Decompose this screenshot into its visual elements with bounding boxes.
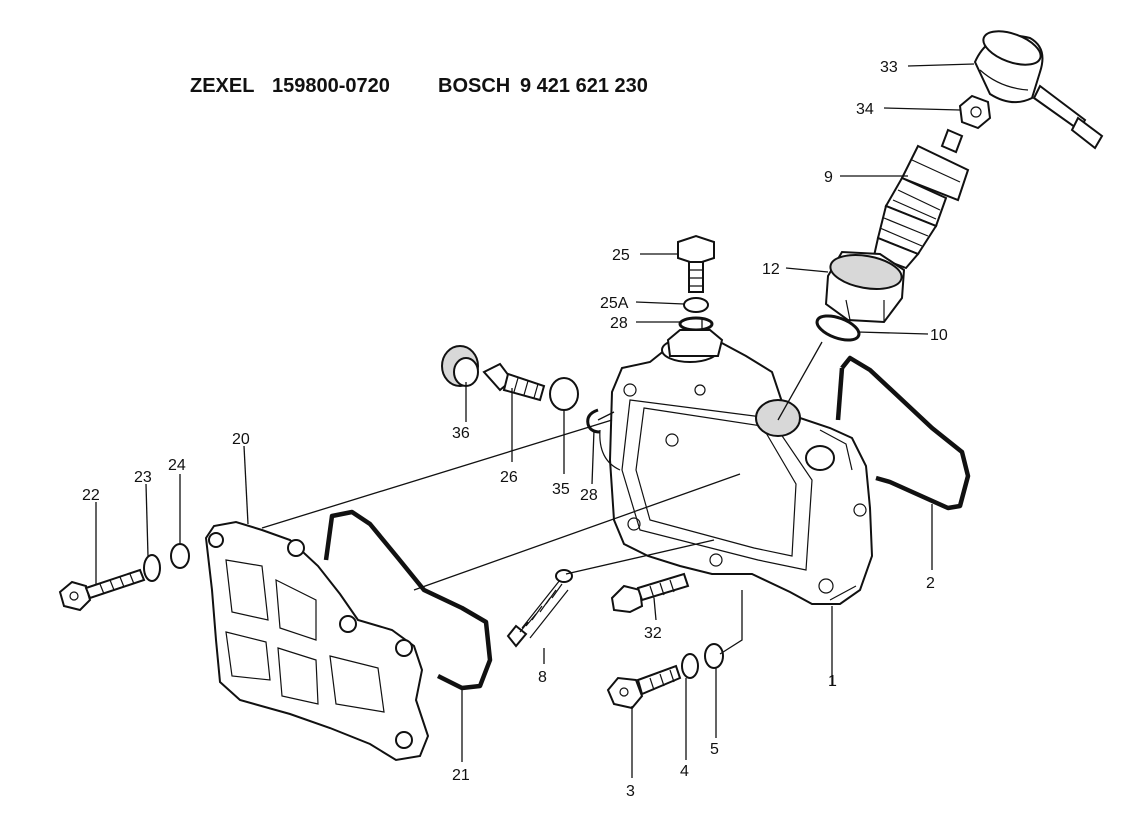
callout-4: 4 (680, 763, 689, 780)
callout-12: 12 (762, 261, 780, 278)
part-26-banjo-bolt (482, 362, 546, 402)
callout-23: 23 (134, 469, 152, 486)
callout-28-side: 28 (580, 487, 598, 504)
callout-21: 21 (452, 767, 470, 784)
part-2-gasket-segment (835, 367, 845, 421)
callout-10: 10 (930, 327, 948, 344)
part-9-sensor (872, 128, 970, 270)
callout-3: 3 (626, 783, 635, 800)
callout-5: 5 (710, 741, 719, 758)
part-33-connector-cap (973, 30, 1104, 150)
part-25a-washer (683, 297, 709, 313)
header-bosch-part-number: 9 421 621 230 (520, 75, 648, 97)
part-12-large-nut (824, 250, 906, 324)
part-28-seal-ring-top (678, 316, 714, 332)
part-8-spring (506, 569, 573, 648)
part-20-cover-plate (204, 520, 430, 762)
callout-8: 8 (538, 669, 547, 686)
callout-33: 33 (880, 59, 898, 76)
callout-25a: 25A (600, 295, 629, 312)
part-34-nut (958, 94, 992, 130)
callout-1: 1 (828, 673, 837, 690)
callout-2: 2 (926, 575, 935, 592)
part-36-cap (441, 345, 479, 387)
callout-35: 35 (552, 481, 570, 498)
header-zexel-part-number: 159800-0720 (272, 75, 390, 97)
header-brand-bosch: BOSCH (438, 75, 510, 97)
callout-25: 25 (612, 247, 630, 264)
part-22-screw (58, 568, 146, 612)
leader-lines (95, 63, 975, 778)
part-23-washer (143, 554, 161, 582)
part-24-washer (170, 543, 190, 569)
callout-26: 26 (500, 469, 518, 486)
callout-28-top: 28 (610, 315, 628, 332)
callout-9: 9 (824, 169, 833, 186)
part-5-washer (704, 643, 724, 669)
callout-34: 34 (856, 101, 874, 118)
part-25-bolt (677, 234, 715, 293)
part-3-screw (606, 664, 682, 710)
part-28-clip (586, 408, 601, 434)
part-2-gasket (840, 355, 971, 511)
callout-32: 32 (644, 625, 662, 642)
callout-labels: 33 34 9 25 12 25A 28 10 36 26 35 28 20 2… (82, 59, 948, 800)
part-35-washer (549, 377, 579, 411)
callout-22: 22 (82, 487, 100, 504)
header: ZEXEL 159800-0720 BOSCH 9 421 621 230 (190, 75, 648, 97)
callout-20: 20 (232, 431, 250, 448)
callout-36: 36 (452, 425, 470, 442)
part-32-screw (610, 572, 690, 614)
part-21-gasket (323, 509, 493, 691)
part-1-housing (599, 329, 874, 605)
callout-24: 24 (168, 457, 186, 474)
header-brand-zexel: ZEXEL (190, 75, 254, 97)
part-4-washer (681, 653, 699, 679)
part-10-o-ring (815, 314, 861, 342)
